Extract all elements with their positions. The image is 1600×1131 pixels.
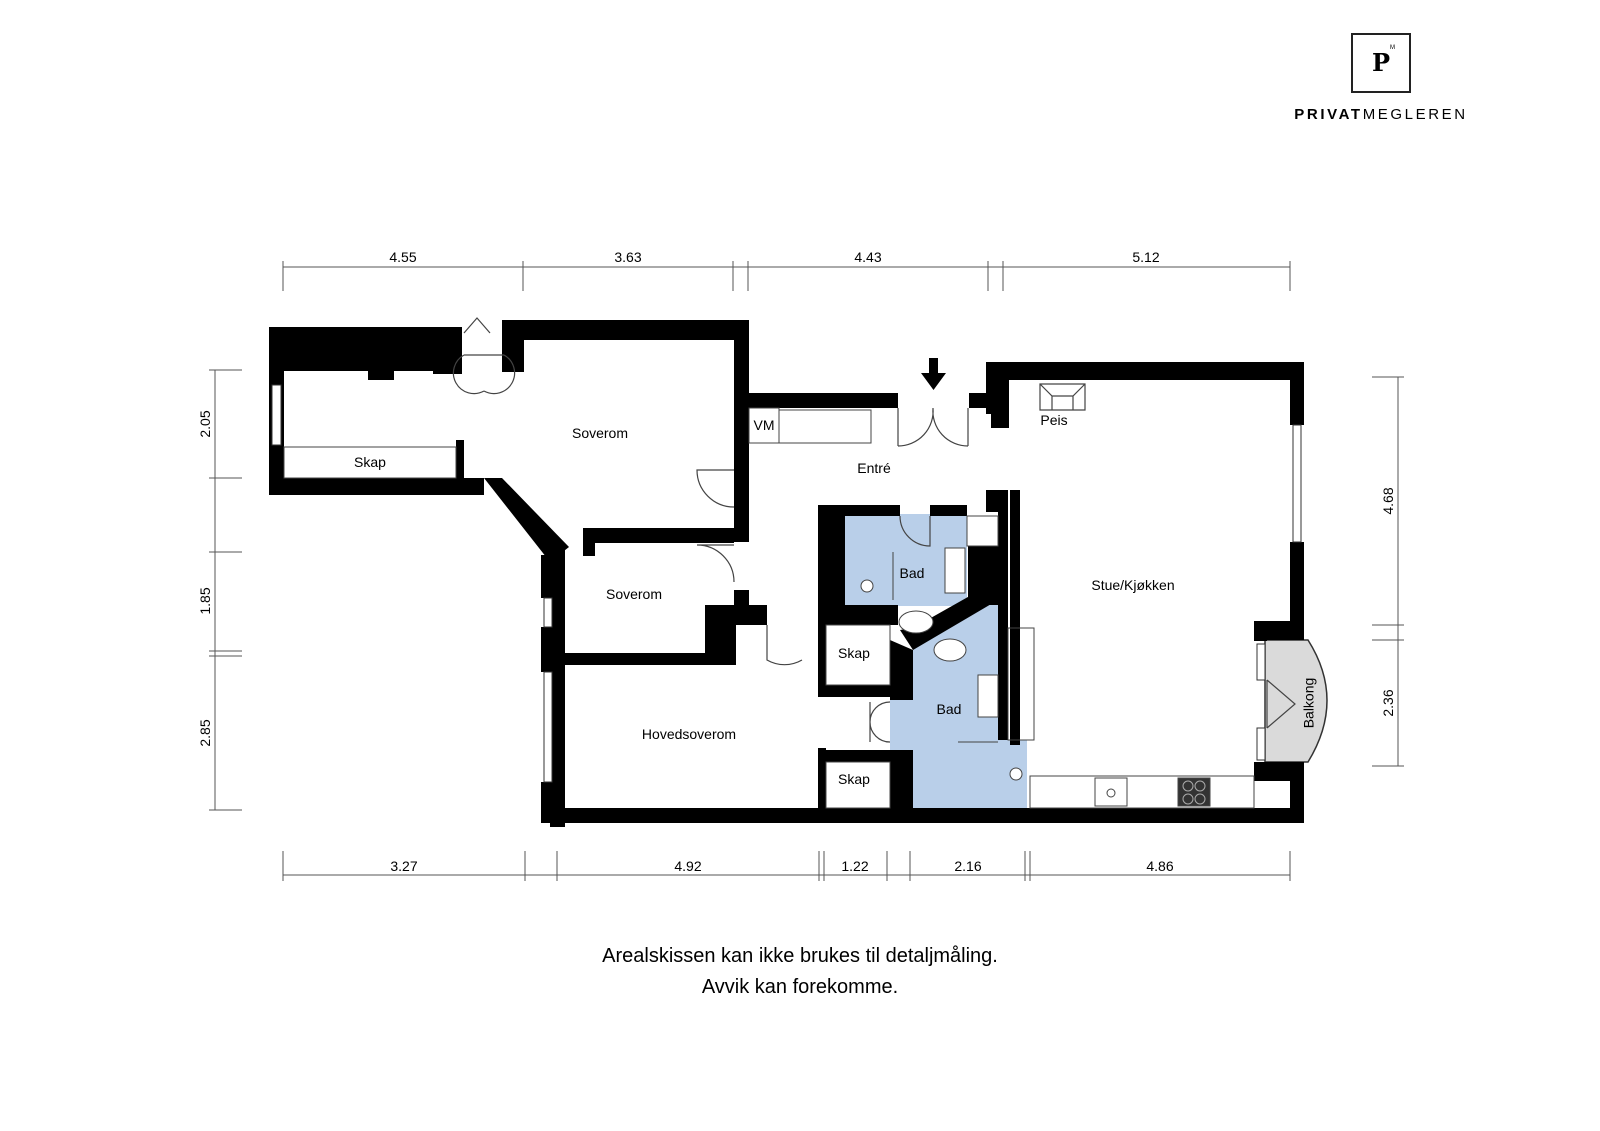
logo-name-bold: PRIVAT bbox=[1294, 106, 1363, 123]
room-bad1: Bad bbox=[900, 565, 925, 581]
dimension-labels: 4.55 3.63 4.43 5.12 3.27 4.92 1.22 2.16 … bbox=[197, 249, 1396, 874]
dim-left-2: 1.85 bbox=[197, 587, 213, 614]
dim-right-2: 2.36 bbox=[1380, 689, 1396, 716]
room-balkong: Balkong bbox=[1301, 678, 1317, 729]
fixtures bbox=[283, 407, 1255, 809]
bad2-floor bbox=[890, 600, 1027, 808]
room-soverom2: Soverom bbox=[606, 586, 662, 602]
dim-top-4: 5.12 bbox=[1132, 249, 1159, 265]
room-labels: Skap Soverom VM Entré Peis Soverom Bad S… bbox=[354, 412, 1317, 787]
walls bbox=[269, 320, 1304, 827]
logo-wordmark: PRIVATMEGLEREN bbox=[1286, 106, 1476, 123]
dimension-lines bbox=[209, 261, 1404, 881]
dim-top-1: 4.55 bbox=[389, 249, 416, 265]
dim-top-3: 4.43 bbox=[854, 249, 881, 265]
entry-arrow bbox=[921, 358, 946, 390]
logo-name-regular: MEGLEREN bbox=[1362, 106, 1468, 123]
room-peis: Peis bbox=[1040, 412, 1067, 428]
dim-right-1: 4.68 bbox=[1380, 487, 1396, 514]
dim-bottom-3: 1.22 bbox=[841, 858, 868, 874]
dim-bottom-2: 4.92 bbox=[674, 858, 701, 874]
balcony bbox=[1264, 639, 1328, 763]
logo-trademark: M bbox=[1390, 45, 1395, 51]
room-skap1: Skap bbox=[354, 454, 386, 470]
room-vm: VM bbox=[754, 417, 775, 433]
logo-box: P M bbox=[1351, 33, 1411, 93]
doors bbox=[452, 317, 1296, 743]
logo-letter: P bbox=[1371, 48, 1391, 77]
room-stue: Stue/Kjøkken bbox=[1091, 577, 1174, 593]
room-skap3: Skap bbox=[838, 771, 870, 787]
dim-left-1: 2.05 bbox=[197, 410, 213, 437]
dim-left-3: 2.85 bbox=[197, 719, 213, 746]
room-hovedsoverom: Hovedsoverom bbox=[642, 726, 736, 742]
room-entre: Entré bbox=[857, 460, 891, 476]
dim-top-2: 3.63 bbox=[614, 249, 641, 265]
dim-bottom-5: 4.86 bbox=[1146, 858, 1173, 874]
room-bad2: Bad bbox=[937, 701, 962, 717]
dim-bottom-4: 2.16 bbox=[954, 858, 981, 874]
disclaimer-line-2: Avvik kan forekomme. bbox=[701, 976, 899, 998]
privatmegleren-logo: P M PRIVATMEGLEREN bbox=[1286, 33, 1476, 123]
room-skap2: Skap bbox=[838, 645, 870, 661]
windows bbox=[271, 384, 1302, 783]
dim-bottom-1: 3.27 bbox=[390, 858, 417, 874]
room-soverom1: Soverom bbox=[572, 425, 628, 441]
disclaimer-line-1: Arealskissen kan ikke brukes til detaljm… bbox=[602, 945, 998, 967]
